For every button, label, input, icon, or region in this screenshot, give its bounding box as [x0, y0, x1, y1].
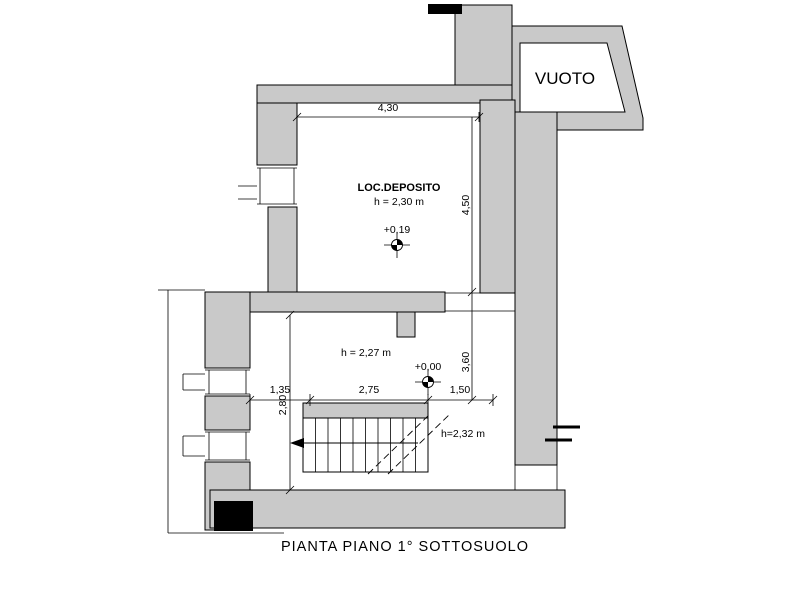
- marker-quadrant: [428, 376, 434, 382]
- dim-slash: [305, 395, 315, 405]
- openings: [182, 167, 558, 490]
- dim-label-upper-depth: 4,50: [460, 195, 472, 216]
- wall-top-band: [256, 84, 513, 104]
- wall-upper-left-a: [256, 102, 298, 166]
- elevation-marker-lower-room: [415, 369, 441, 395]
- dim-slash: [245, 395, 255, 405]
- wall-left-a: [204, 291, 251, 369]
- vuoto-interior: [519, 42, 626, 113]
- wall-stub: [396, 311, 416, 338]
- walls: [204, 4, 644, 531]
- room-label-deposito: LOC.DEPOSITO: [358, 182, 441, 194]
- plan-title: PIANTA PIANO 1° SOTTOSUOLO: [281, 539, 529, 555]
- elevation-label-lower: +0,00: [415, 361, 442, 373]
- wall-bottom: [209, 489, 566, 529]
- dim-label-left-depth: 2,80: [277, 395, 289, 416]
- dim-label-lower-left-width: 1,35: [270, 384, 291, 396]
- marker-quadrant: [391, 245, 397, 251]
- dim-slash: [488, 395, 498, 405]
- stairs-height-label: h=2,32 m: [441, 428, 485, 440]
- room-height-lower: h = 2,27 m: [341, 347, 391, 359]
- room-label-vuoto: VUOTO: [535, 69, 595, 88]
- dim-label-lower-right-width: 1,50: [450, 384, 471, 396]
- marker-quadrant: [422, 382, 428, 388]
- stair-break-line: [387, 413, 451, 475]
- dimension-lines: [245, 112, 498, 495]
- room-height-deposito: h = 2,30 m: [374, 196, 424, 208]
- dim-slash: [285, 310, 295, 320]
- elevation-marker-deposito: [384, 232, 410, 258]
- dim-label-lower-depth: 3,60: [460, 352, 472, 373]
- stair-break-line: [367, 413, 431, 475]
- stair-direction-arrow-head: [290, 438, 304, 448]
- labels: 4,30 4,50 3,60 2,80 1,35 2,75 1,50 LOC.D…: [270, 69, 595, 555]
- section-marks: [158, 4, 580, 534]
- wall-upper-left-b: [267, 206, 298, 293]
- wall-corridor-right: [514, 111, 558, 466]
- wall-left-b: [204, 395, 251, 431]
- dim-slash: [285, 485, 295, 495]
- wall-upper-right: [479, 99, 516, 294]
- elevation-label-deposito: +0,19: [384, 224, 411, 236]
- dim-label-top-width: 4,30: [378, 102, 399, 114]
- dim-slash: [474, 112, 484, 122]
- section-cut-mark-bottom-left: [214, 501, 253, 531]
- stairs: [290, 413, 451, 475]
- wall-top-corridor: [454, 4, 513, 91]
- dim-slash: [423, 395, 433, 405]
- dim-slash: [292, 112, 302, 122]
- wall-stair-parapet: [302, 402, 429, 419]
- dim-label-stairs-width: 2,75: [359, 384, 380, 396]
- section-cut-mark-top: [428, 4, 462, 14]
- marker-quadrant: [397, 239, 403, 245]
